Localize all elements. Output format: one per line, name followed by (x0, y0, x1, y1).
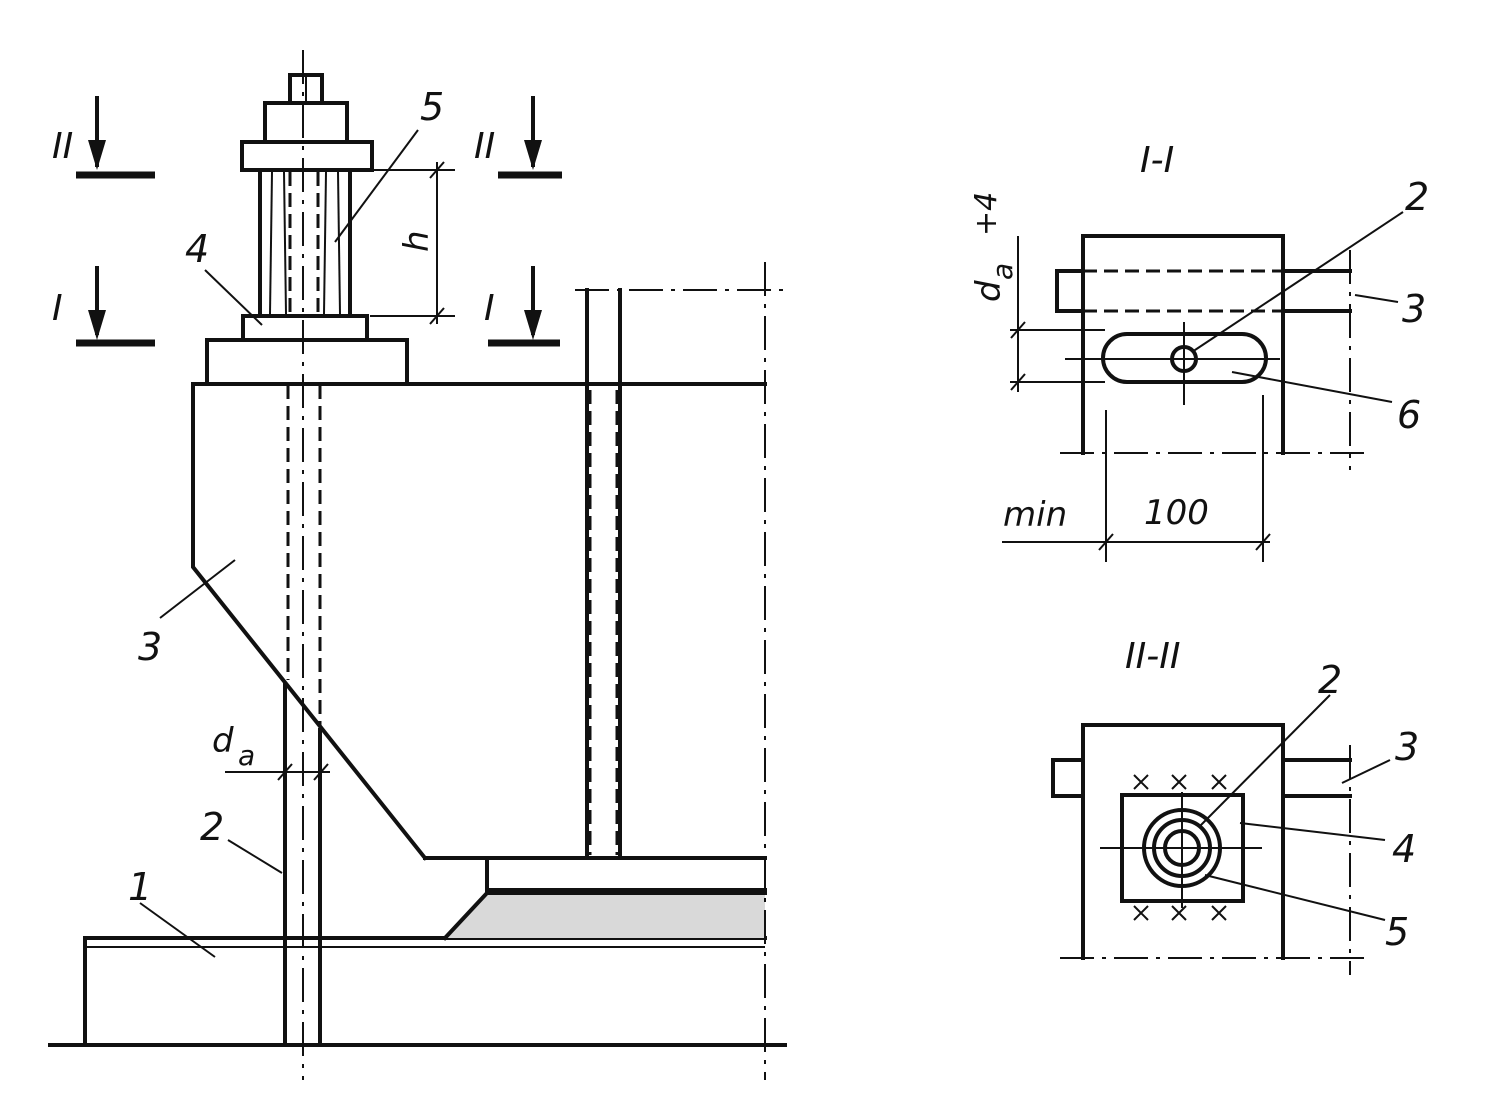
callouts-main: 1 2 3 4 5 (128, 85, 444, 958)
section-cut-I-right: I (484, 266, 560, 347)
dim-slot-superscript: +4 (969, 192, 1004, 236)
dim-da-label: d (212, 721, 234, 761)
section-cut-I-left: I (52, 266, 155, 347)
callout-2: 2 (200, 805, 224, 849)
dim-100-label: 100 (1144, 493, 1209, 533)
nut-stack (240, 73, 374, 172)
sectionII-callout-2: 2 (1318, 658, 1342, 702)
anchor-bolt (280, 50, 325, 1080)
weld-marks (1133, 774, 1227, 921)
sectionII-callout-4: 4 (1392, 827, 1416, 871)
section-cut-II-right: II (474, 96, 562, 179)
section-cut-II-left: II (52, 96, 155, 179)
grout-layer (442, 891, 767, 941)
base-plate (423, 856, 767, 895)
dim-min-label: min (1003, 495, 1067, 535)
dimension-h: h (355, 161, 455, 325)
bolt-support (205, 314, 409, 386)
sectionI-callout-3: 3 (1402, 287, 1426, 331)
section-II-II: II-II 2 3 4 5 (1051, 636, 1419, 975)
callout-1: 1 (128, 865, 152, 909)
foundation-slab (48, 936, 787, 1047)
threaded-sleeve (258, 168, 352, 318)
sectionI-callout-2: 2 (1405, 175, 1429, 219)
callout-4: 4 (185, 227, 209, 271)
cut-label-II-right: II (474, 126, 495, 167)
cut-label-I-right: I (484, 288, 495, 329)
dim-slot-subscript: a (986, 263, 1019, 280)
sectionII-callout-5: 5 (1385, 910, 1409, 954)
dimension-da: d a (212, 721, 330, 781)
sectionI-callout-6: 6 (1397, 393, 1421, 437)
cut-label-II-left: II (52, 126, 73, 167)
section-II-title: II-II (1125, 636, 1180, 677)
stiffener-rib (191, 382, 767, 861)
dim-da-subscript: a (238, 739, 255, 772)
cut-label-I-left: I (52, 288, 63, 329)
column-web (575, 262, 790, 1080)
section-I-I: I-I d a +4 min 100 2 (969, 140, 1429, 562)
callout-3: 3 (138, 625, 162, 669)
dim-h-label: h (397, 230, 437, 252)
callout-5: 5 (420, 85, 444, 129)
sectionII-callout-3: 3 (1395, 725, 1419, 769)
dim-slot-label: d (969, 280, 1009, 302)
main-view: II II I I h (48, 50, 790, 1080)
section-I-title: I-I (1140, 140, 1174, 181)
